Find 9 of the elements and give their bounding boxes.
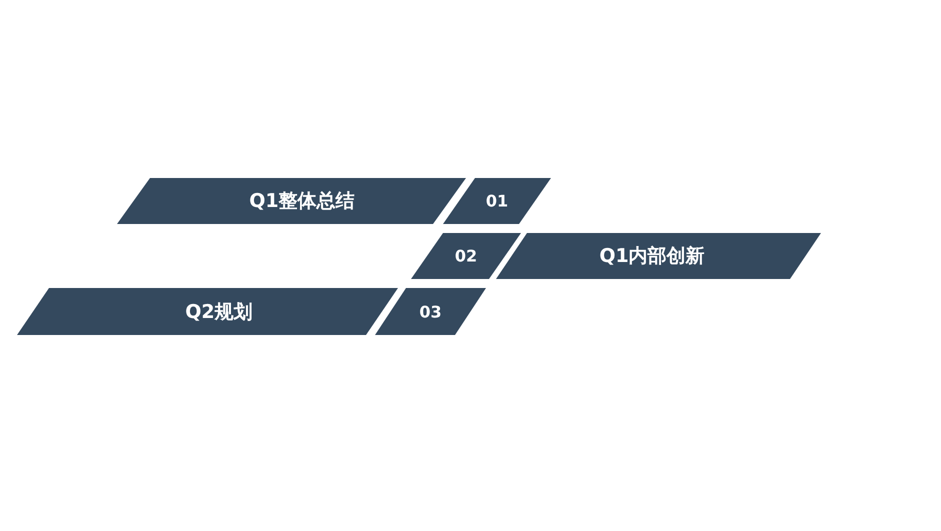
parallelogram-banner <box>411 233 521 279</box>
heading-label: Q2规划 <box>185 300 253 324</box>
number-label: 03 <box>419 302 442 321</box>
heading-label: Q1整体总结 <box>249 189 355 214</box>
parallelogram-banner <box>443 178 551 224</box>
number-label: 01 <box>486 192 508 210</box>
parallelogram-banner <box>375 288 486 335</box>
heading-label: Q1内部创新 <box>599 244 705 269</box>
number-label: 02 <box>454 246 478 266</box>
